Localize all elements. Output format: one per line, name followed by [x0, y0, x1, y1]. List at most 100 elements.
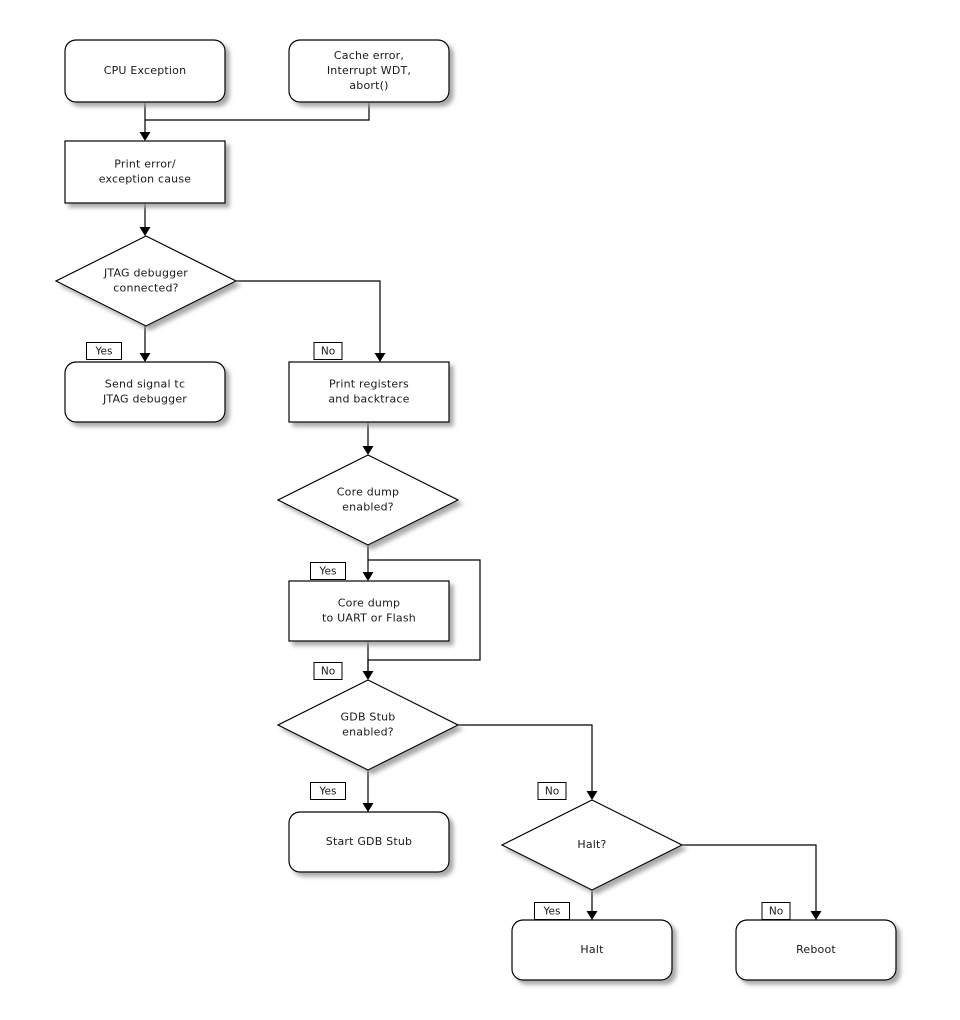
node-shape-diamond: [500, 799, 684, 891]
edge-label-box: [761, 902, 791, 920]
node-label: Print error/exception cause: [99, 158, 192, 186]
arrowhead: [586, 791, 598, 800]
node-reboot[interactable]: Reboot: [735, 919, 897, 981]
edges-layer: [139, 102, 822, 920]
edge-edge-cache-to-print: [145, 102, 370, 121]
edge-label-text: No: [321, 666, 335, 678]
edge-path: [145, 102, 370, 121]
arrowhead: [139, 353, 151, 362]
node-label-line: Start GDB Stub: [326, 835, 412, 848]
node-label: Core dump enabled?: [337, 486, 399, 514]
edge-label-box: [310, 782, 346, 800]
node-label: Halt: [580, 943, 604, 956]
edge-label-box: [313, 662, 343, 680]
edge-label-edge-jtag-no: No: [313, 342, 343, 360]
node-cpu-exception[interactable]: CPU Exception: [64, 39, 226, 103]
node-shape-rounded-rect: [64, 361, 226, 423]
edge-edge-halt-no: [682, 844, 822, 920]
edge-label-edge-gdbstub-no: No: [537, 782, 567, 800]
arrowhead: [362, 446, 374, 455]
nodes-layer: CPU Exception Cache error, Interrupt WDT, a…: [54, 39, 897, 981]
edge-label-box: [86, 342, 122, 360]
edge-label-edge-halt-no: No: [761, 902, 791, 920]
edge-edge-jtag-no: [236, 280, 386, 362]
node-send-signal-jtag[interactable]: Send signal tc JTAG debugger: [64, 361, 226, 423]
edge-edge-print-to-jtag: [139, 203, 151, 236]
edge-label-edge-coredump-no: No: [313, 662, 343, 680]
node-label: Halt?: [577, 838, 606, 851]
edge-label-edge-gdbstub-yes: Yes: [310, 782, 346, 800]
node-label-line: Core dump: [337, 486, 399, 499]
node-label-line: Interrupt WDT,: [327, 64, 411, 77]
edge-label-text: No: [321, 346, 335, 358]
node-label-line: Print registers: [329, 378, 409, 391]
arrowhead: [139, 132, 151, 141]
node-print-error[interactable]: Print error/exception cause: [64, 140, 226, 204]
edge-label-edge-coredump-yes: Yes: [310, 562, 346, 580]
node-label: Send signal tc JTAG debugger: [102, 378, 187, 406]
edge-edge-jtag-yes: [139, 326, 151, 362]
node-cache-error[interactable]: Cache error, Interrupt WDT, abort(): [288, 39, 450, 103]
node-shape-rounded-rect: [288, 811, 450, 873]
node-gdb-stub-enabled[interactable]: GDB Stub enabled?: [276, 679, 460, 771]
node-label-line: Halt: [580, 943, 604, 956]
node-shape-rounded-rect: [511, 919, 673, 981]
edge-path: [458, 724, 593, 796]
node-label-line: Halt?: [577, 838, 606, 851]
node-shape-rounded-rect: [64, 39, 226, 103]
edge-label-edge-jtag-yes: Yes: [86, 342, 122, 360]
node-shape-rect: [64, 140, 226, 204]
node-label: Cache error, Interrupt WDT, abort(): [327, 49, 411, 92]
edge-edge-coredump-yes: [362, 545, 374, 581]
arrowhead: [362, 803, 374, 812]
node-core-dump-uart-flash[interactable]: Core dump to UART or Flash: [288, 580, 450, 642]
edge-label-box: [537, 782, 567, 800]
arrowhead: [139, 227, 151, 236]
node-label-line: Cache error,: [334, 49, 404, 62]
edge-edge-halt-yes: [586, 890, 598, 920]
node-halt-question[interactable]: Halt?: [500, 799, 684, 891]
node-label-line: exception cause: [99, 173, 192, 186]
node-shape-diamond: [276, 454, 460, 546]
node-label-line: to UART or Flash: [322, 612, 416, 625]
edge-label-text: Yes: [95, 346, 113, 358]
node-label-line: GDB Stub: [341, 711, 396, 724]
node-label-line: Send signal tc: [105, 378, 185, 391]
edge-edge-cpu-to-print: [139, 102, 151, 141]
node-shape-diamond: [54, 235, 238, 327]
node-print-registers[interactable]: Print registers and backtrace: [288, 361, 450, 423]
node-shape-rounded-rect: [735, 919, 897, 981]
arrowhead: [586, 911, 598, 920]
node-label: Start GDB Stub: [326, 835, 412, 848]
edge-path: [236, 280, 381, 358]
node-label-line: enabled?: [342, 726, 394, 739]
node-shape-rect: [288, 580, 450, 642]
edge-edge-gdbstub-no: [458, 724, 598, 800]
arrowhead: [374, 353, 386, 362]
edge-label-box: [313, 342, 343, 360]
node-label-line: and backtrace: [328, 393, 409, 406]
node-label-line: abort(): [349, 79, 388, 92]
node-label-line: enabled?: [342, 501, 394, 514]
node-label: Core dump to UART or Flash: [322, 597, 416, 625]
node-label-line: Reboot: [796, 943, 836, 956]
node-label: Reboot: [796, 943, 836, 956]
node-shape-rect: [288, 361, 450, 423]
edge-path: [682, 844, 817, 916]
node-label-line: CPU Exception: [104, 64, 187, 77]
edge-label-box: [310, 562, 346, 580]
edge-label-text: Yes: [543, 906, 561, 918]
edge-edge-registers-to-coredump-q: [362, 422, 374, 455]
edge-label-text: Yes: [319, 786, 337, 798]
arrowhead: [362, 572, 374, 581]
node-label-line: Core dump: [338, 597, 400, 610]
node-label-line: JTAG debugger: [102, 393, 187, 406]
node-start-gdb-stub[interactable]: Start GDB Stub: [288, 811, 450, 873]
edge-label-text: No: [769, 906, 783, 918]
node-core-dump-enabled[interactable]: Core dump enabled?: [276, 454, 460, 546]
node-halt[interactable]: Halt: [511, 919, 673, 981]
